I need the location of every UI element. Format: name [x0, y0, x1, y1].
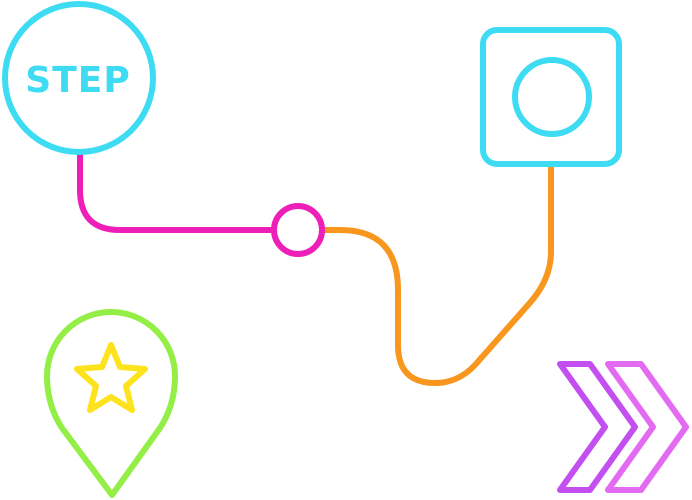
double-chevron-right-icon [557, 361, 689, 493]
path-segment-end [321, 165, 554, 387]
star-icon [74, 342, 148, 413]
map-pin-icon [44, 309, 178, 498]
step-label: STEP [25, 60, 130, 101]
step-circle-icon: STEP [2, 1, 156, 155]
waypoint-circle-icon [271, 203, 325, 257]
square-target-icon [480, 27, 622, 167]
path-segment-start [77, 152, 275, 233]
